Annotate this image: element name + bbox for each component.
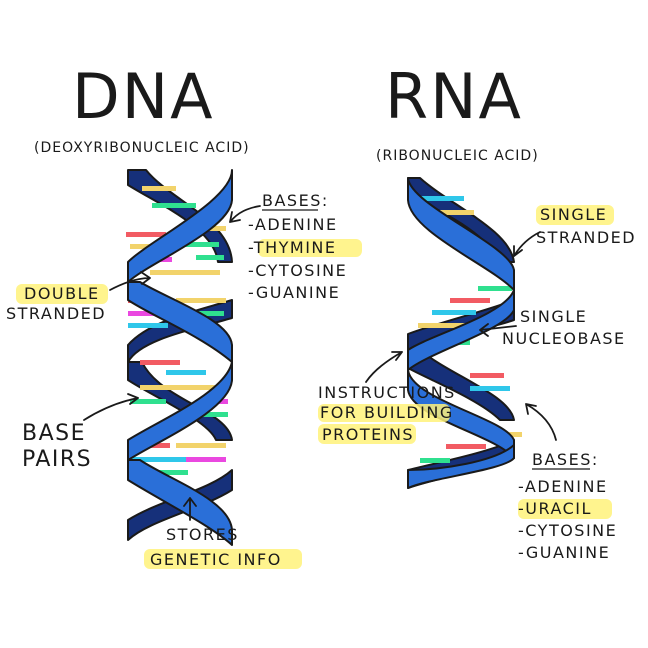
base-bar — [130, 244, 160, 249]
base-bar — [420, 196, 464, 201]
base-pairs-arrow — [83, 393, 139, 421]
proteins-highlight — [318, 424, 416, 444]
double-line2: STRANDED — [6, 304, 106, 323]
base-bar — [166, 370, 206, 375]
rna-bases-list: BASES: -ADENINE -URACIL -CYTOSINE -GUANI… — [518, 403, 617, 562]
base-pairs-line2: PAIRS — [22, 447, 92, 472]
dna-strand-back-1 — [127, 169, 233, 263]
dna-strand-front-4 — [127, 459, 233, 546]
instructions-line1: INSTRUCTIONS — [318, 383, 456, 402]
instructions-line2: FOR BUILDING — [320, 403, 454, 422]
single-stranded-label: SINGLE STRANDED — [513, 205, 636, 257]
stores-arrow — [183, 497, 197, 521]
dna-bases-heading: BASES: — [262, 191, 329, 210]
dna-base-cytosine: -CYTOSINE — [248, 261, 347, 280]
base-bar — [152, 203, 196, 208]
dna-base-guanine: -GUANINE — [248, 283, 340, 302]
rna-bases-heading: BASES: — [532, 450, 599, 469]
base-bar — [130, 399, 166, 404]
double-line1: DOUBLE — [24, 284, 100, 303]
base-bar — [188, 311, 224, 316]
stores-line1: STORES — [166, 525, 239, 544]
stores-label: STORES GENETIC INFO — [144, 497, 302, 569]
base-bar — [478, 286, 512, 291]
base-bar — [450, 298, 490, 303]
single-arrow — [513, 231, 541, 257]
rna-base-cytosine: -CYTOSINE — [518, 521, 617, 540]
base-bar — [142, 186, 176, 191]
double-arrow — [109, 271, 151, 291]
single-nucleobase-label: SINGLE NUCLEOBASE — [479, 307, 626, 348]
thymine-highlight — [258, 239, 362, 257]
rna-single-helix — [407, 177, 522, 489]
instructions-label: INSTRUCTIONS FOR BUILDING PROTEINS — [318, 351, 456, 444]
rna-strand-back-3 — [407, 349, 515, 421]
dna-double-helix — [126, 169, 233, 546]
dna-subtitle: (DEOXYRIBONUCLEIC ACID) — [34, 140, 250, 156]
base-bar — [470, 386, 510, 391]
bases-arrow — [229, 205, 261, 223]
base-bar — [440, 210, 474, 215]
base-pairs-label: BASE PAIRS — [22, 393, 139, 472]
single-line2: STRANDED — [536, 228, 636, 247]
double-highlight — [16, 284, 108, 304]
dna-title: DNA — [72, 60, 215, 133]
base-bar — [196, 255, 224, 260]
uracil-highlight — [518, 499, 612, 519]
rna-title: RNA — [385, 60, 523, 133]
base-bar — [470, 373, 504, 378]
rna-base-adenine: -ADENINE — [518, 477, 608, 496]
genetic-info-highlight — [144, 549, 302, 569]
base-bar — [446, 444, 486, 449]
base-bar — [140, 360, 180, 365]
base-bar — [128, 323, 168, 328]
dna-base-thymine: -THYMINE — [248, 238, 336, 257]
instructions-arrow — [365, 351, 403, 383]
base-bar — [418, 323, 474, 328]
building-highlight — [318, 404, 450, 422]
rna-bases-arrow — [525, 403, 557, 441]
base-bar — [432, 310, 476, 315]
rna-base-guanine: -GUANINE — [518, 543, 610, 562]
base-pairs-line1: BASE — [22, 421, 86, 446]
instructions-line3: PROTEINS — [322, 425, 414, 444]
single-highlight — [536, 205, 614, 225]
single-line1: SINGLE — [540, 205, 607, 224]
dna-base-adenine: -ADENINE — [248, 215, 338, 234]
base-bar — [132, 457, 192, 462]
nucleobase-arrow — [479, 323, 517, 337]
base-bar — [196, 412, 228, 417]
rna-strand-front-4 — [407, 444, 515, 489]
base-bar — [176, 298, 226, 303]
double-stranded-label: DOUBLE STRANDED — [6, 271, 151, 323]
base-bar — [186, 457, 226, 462]
base-bar — [140, 385, 230, 390]
base-bar — [126, 232, 166, 237]
dna-strand-front-2 — [127, 281, 233, 363]
base-bar — [420, 458, 450, 463]
nucleobase-line2: NUCLEOBASE — [502, 329, 626, 348]
dna-bases-list: BASES: -ADENINE -THYMINE -CYTOSINE -GUAN… — [229, 191, 362, 302]
rna-subtitle: (RIBONUCLEIC ACID) — [376, 148, 539, 164]
nucleobase-line1: SINGLE — [520, 307, 587, 326]
rna-base-uracil: -URACIL — [518, 499, 592, 518]
base-bar — [176, 443, 226, 448]
base-bar — [175, 242, 219, 247]
stores-line2: GENETIC INFO — [150, 550, 282, 569]
base-bar — [150, 270, 220, 275]
